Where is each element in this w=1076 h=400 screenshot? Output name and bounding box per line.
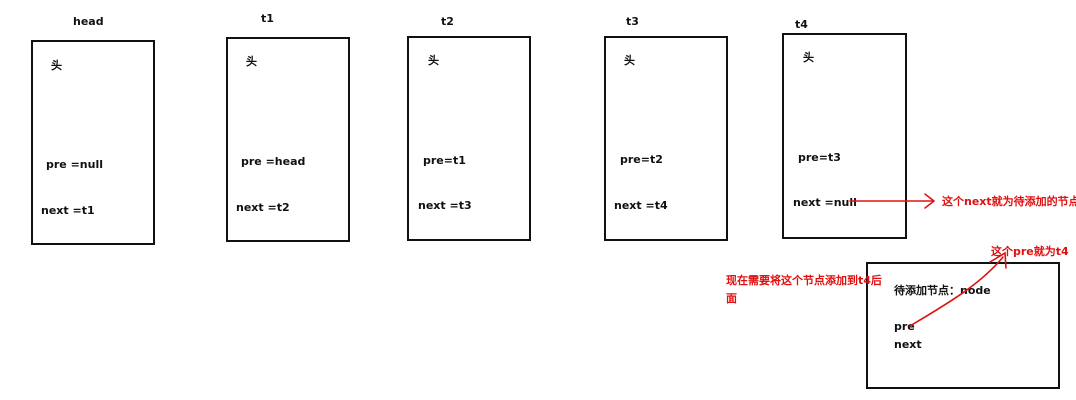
node-t3-box	[604, 36, 728, 241]
instruction-line-2: 面	[726, 292, 737, 305]
node-t2-next-field: next =t3	[418, 199, 472, 212]
node-t3-head-text: 头	[624, 54, 635, 67]
node-t2-label: t2	[441, 15, 454, 28]
node-t4-next-field: next =null	[793, 196, 857, 209]
node-t4-label: t4	[795, 18, 808, 31]
new-node-box	[866, 262, 1060, 389]
node-t2-pre-field: pre=t1	[423, 154, 466, 167]
next-arrow	[849, 193, 936, 209]
node-t2-head-text: 头	[428, 54, 439, 67]
new-node-pre-field: pre	[894, 320, 915, 333]
node-head-box	[31, 40, 155, 245]
node-t1-label: t1	[261, 12, 274, 25]
node-head-next-field: next =t1	[41, 204, 95, 217]
node-t3-pre-field: pre=t2	[620, 153, 663, 166]
new-node-next-field: next	[894, 338, 922, 351]
pre-arrow	[909, 251, 1007, 327]
node-t2-box	[407, 36, 531, 241]
node-head-head-text: 头	[51, 59, 62, 72]
new-node-title: 待添加节点：node	[894, 284, 991, 297]
node-t1-next-field: next =t2	[236, 201, 290, 214]
node-head-pre-field: pre =null	[46, 158, 104, 171]
pre-annotation: 这个pre就为t4	[991, 245, 1069, 258]
node-t1-pre-field: pre =head	[241, 155, 306, 168]
next-annotation: 这个next就为待添加的节点	[942, 195, 1076, 208]
node-t3-next-field: next =t4	[614, 199, 668, 212]
node-head-label: head	[73, 15, 104, 28]
node-t1-head-text: 头	[246, 55, 257, 68]
instruction-line-1: 现在需要将这个节点添加到t4后	[726, 274, 882, 287]
node-t4-pre-field: pre=t3	[798, 151, 841, 164]
node-t4-head-text: 头	[803, 51, 814, 64]
node-t4-box	[782, 33, 907, 239]
node-t3-label: t3	[626, 15, 639, 28]
node-t1-box	[226, 37, 350, 242]
